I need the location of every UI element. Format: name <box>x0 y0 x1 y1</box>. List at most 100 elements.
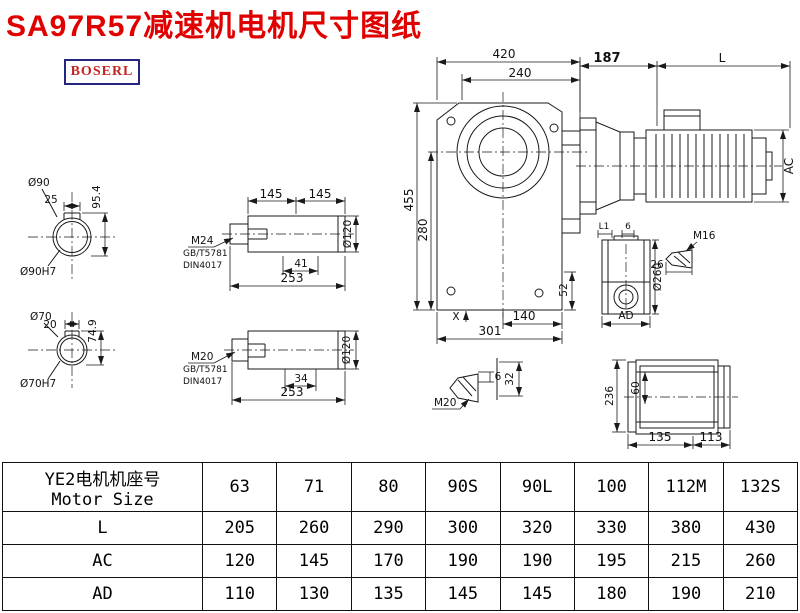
table-size-header: 71 <box>276 462 352 512</box>
dim-plug-height: 32 <box>504 372 516 385</box>
centerlines <box>28 92 782 398</box>
row-label: AC <box>2 544 203 578</box>
hollow-shaft-bottom <box>231 330 346 370</box>
dim-side-plug-len: 26 <box>650 259 664 271</box>
table-size-header: 112M <box>648 462 724 512</box>
table-size-header: 80 <box>350 462 427 512</box>
dimension-labels: Ø90 25 95.4 Ø90H7 Ø70 20 74.9 Ø70H7 145 … <box>20 47 796 444</box>
table-cell: 215 <box>648 544 724 578</box>
dim-side-thread: M16 <box>693 230 716 242</box>
dim-shaft-bottom-standard1: GB/T5781 <box>183 365 228 375</box>
table-cell: 145 <box>425 577 501 611</box>
dim-shaft-top-thread-len: 41 <box>294 258 307 270</box>
dim-side-diameter: Ø260 <box>652 263 664 291</box>
dim-shaft-bottom-thread-len: 34 <box>294 373 308 385</box>
dim-hub-top-keyway-width: 25 <box>44 194 57 206</box>
hollow-shaft-top <box>229 215 346 253</box>
brand-logo: BOSERL <box>64 59 140 85</box>
dim-shaft-top-len1: 145 <box>260 187 283 201</box>
table-cell: 190 <box>425 544 501 578</box>
dim-hub-top-keyway-height: 95.4 <box>91 185 103 209</box>
dim-shaft-bottom-standard2: DIN4017 <box>183 377 222 387</box>
table-cell: 170 <box>350 544 427 578</box>
dim-gearbox-foot-height: 52 <box>558 283 570 296</box>
table-size-header: 90S <box>425 462 501 512</box>
table-header-cell: YE2电机机座号 Motor Size <box>2 462 203 512</box>
page-title: SA97R57减速机电机尺寸图纸 <box>6 10 423 43</box>
table-cell: 205 <box>201 511 278 545</box>
gearbox-side-view <box>601 235 651 315</box>
dim-gearbox-mark: X <box>452 311 459 323</box>
dim-gearbox-flange-width: 240 <box>509 66 532 80</box>
hub-end-view-top <box>41 188 92 267</box>
row-label: L <box>2 511 203 545</box>
dim-hub-bottom-bore: Ø70H7 <box>20 378 56 390</box>
dim-hub-top-bore: Ø90H7 <box>20 266 56 278</box>
table-cell: 130 <box>276 577 352 611</box>
dim-motor-ac: AC <box>782 158 796 174</box>
dim-gearbox-axis-height: 280 <box>416 219 430 242</box>
dim-gearbox-base-len: 301 <box>479 324 502 338</box>
table-row-ac: AC 120 145 170 190 190 195 215 260 <box>2 544 799 578</box>
table-cell: 260 <box>276 511 352 545</box>
table-size-header: 90L <box>499 462 575 512</box>
table-size-header: 132S <box>722 462 799 512</box>
dim-gearbox-foot-len: 140 <box>513 309 536 323</box>
dim-gearbox-overall-height: 455 <box>402 189 416 212</box>
dimension-lines <box>63 57 791 449</box>
table-row-ad: AD 110 130 135 145 145 180 190 210 <box>2 577 799 611</box>
dim-shaft-top-standard1: GB/T5781 <box>183 249 228 259</box>
dim-shaft-top-thread: M24 <box>191 235 214 247</box>
table-cell: 120 <box>201 544 278 578</box>
dim-motor-adapter-len: 187 <box>593 51 620 66</box>
technical-drawing: Ø90 25 95.4 Ø90H7 Ø70 20 74.9 Ø70H7 145 … <box>20 47 796 449</box>
table-cell: 135 <box>350 577 427 611</box>
table-title-zh: YE2电机机座号 <box>44 469 161 490</box>
dim-motor-length: L <box>719 51 726 65</box>
table-header-row: YE2电机机座号 Motor Size 63 71 80 90S 90L 100… <box>2 462 799 512</box>
table-row-l: L 205 260 290 300 320 330 380 430 <box>2 511 799 545</box>
brand-logo-text: BOSERL <box>70 64 134 79</box>
table-cell: 380 <box>648 511 724 545</box>
table-cell: 260 <box>722 544 799 578</box>
motor-rear-view <box>627 359 731 435</box>
dim-rear-width1: 135 <box>649 430 672 444</box>
gearbox-front-view <box>436 102 581 311</box>
dim-side-gap: 6 <box>625 222 631 232</box>
m16-plug <box>665 249 693 269</box>
table-cell: 210 <box>722 577 799 611</box>
dim-shaft-top-len2: 145 <box>309 187 332 201</box>
m20-plug <box>449 358 498 403</box>
dim-plug-gap: 6 <box>495 371 502 383</box>
table-cell: 430 <box>722 511 799 545</box>
dim-shaft-top-standard2: DIN4017 <box>183 261 222 271</box>
table-cell: 145 <box>276 544 352 578</box>
dim-hub-bottom-diameter: Ø70 <box>30 311 52 323</box>
dim-shaft-top-diameter: Ø120 <box>342 220 354 248</box>
dim-side-ad: AD <box>618 310 633 322</box>
row-label: AD <box>2 577 203 611</box>
motor-size-table-wrap: YE2电机机座号 Motor Size 63 71 80 90S 90L 100… <box>2 462 799 611</box>
table-cell: 320 <box>499 511 575 545</box>
table-cell: 300 <box>425 511 501 545</box>
dim-rear-offset: 60 <box>630 381 642 394</box>
table-cell: 290 <box>350 511 427 545</box>
hub-end-view-bottom <box>43 322 88 380</box>
motor-side-view <box>579 109 773 215</box>
dim-hub-bottom-keyway-width: 20 <box>43 319 56 331</box>
dim-side-l1: L1 <box>599 222 610 232</box>
dim-hub-bottom-keyway-height: 74.9 <box>87 319 99 342</box>
dim-shaft-bottom-diameter: Ø120 <box>341 336 353 364</box>
dim-gearbox-overall-width: 420 <box>493 47 516 61</box>
dim-rear-width2: 113 <box>700 430 723 444</box>
table-cell: 180 <box>573 577 650 611</box>
dim-shaft-bottom-thread: M20 <box>191 351 213 363</box>
dim-rear-height: 236 <box>604 386 616 406</box>
dim-shaft-bottom-total-len: 253 <box>281 385 304 399</box>
table-cell: 195 <box>573 544 650 578</box>
dim-hub-top-diameter: Ø90 <box>28 177 50 189</box>
table-cell: 145 <box>499 577 575 611</box>
table-cell: 330 <box>573 511 650 545</box>
table-cell: 190 <box>648 577 724 611</box>
table-title-en: Motor Size <box>51 489 154 510</box>
